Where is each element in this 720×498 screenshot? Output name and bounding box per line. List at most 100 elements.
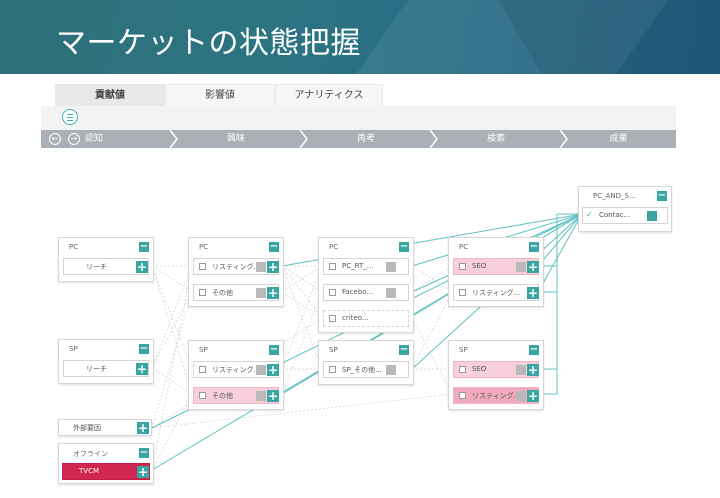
group-title: SP (199, 346, 208, 354)
collapse-icon[interactable]: − (399, 241, 409, 252)
node-contact[interactable]: ✓ Contac... (582, 207, 668, 224)
add-icon[interactable]: + (137, 421, 149, 435)
checkbox[interactable] (329, 263, 336, 270)
tab-influence[interactable]: 影響値 (165, 84, 275, 106)
group-title: PC (199, 243, 209, 251)
collapse-icon[interactable]: − (269, 241, 279, 252)
add-icon[interactable]: + (527, 260, 539, 274)
add-icon[interactable]: + (136, 260, 148, 274)
checkbox[interactable] (329, 366, 336, 373)
checkbox[interactable] (199, 289, 206, 296)
collapse-icon[interactable]: − (269, 344, 279, 355)
node-label: PC_RT_... (342, 262, 374, 270)
node-sp-other[interactable]: SP_その他... (323, 361, 409, 378)
stage-conversion: 成果 (609, 134, 628, 144)
add-icon[interactable]: + (527, 286, 539, 300)
add-icon[interactable]: + (136, 362, 148, 376)
stage-bar: ← → 認知 興味 再考 検索 成果 (41, 130, 676, 148)
node-other-sp[interactable]: その他 + (193, 387, 279, 404)
node-external-factors[interactable]: 外部要因 + (58, 419, 152, 436)
node-label: criteo... (342, 314, 369, 322)
chevron-right-icon (429, 130, 438, 148)
collapse-icon[interactable]: − (529, 344, 539, 355)
share-icon[interactable] (516, 262, 526, 272)
group-sp-consideration: SP − SP_その他... (318, 340, 414, 385)
arrow-left-icon[interactable]: ← (49, 133, 61, 145)
collapse-icon[interactable]: − (529, 241, 539, 252)
checkbox[interactable] (199, 263, 206, 270)
node-label: リーチ (86, 365, 107, 373)
checkbox[interactable] (459, 366, 466, 373)
share-icon[interactable] (386, 365, 396, 375)
share-icon[interactable] (256, 288, 266, 298)
add-icon[interactable]: + (527, 363, 539, 377)
group-title: PC (69, 243, 79, 251)
tab-analytics[interactable]: アナリティクス (275, 84, 383, 106)
group-pc-consideration: PC − PC_RT_... Facebo... criteo... (318, 237, 414, 333)
checkbox[interactable] (459, 392, 466, 399)
collapse-icon[interactable]: − (139, 447, 149, 458)
menu-icon[interactable] (62, 109, 78, 125)
checkbox[interactable] (329, 289, 336, 296)
checkbox[interactable] (199, 366, 206, 373)
node-listing-sp[interactable]: リスティング... + (193, 361, 279, 378)
add-icon[interactable]: + (267, 286, 279, 300)
node-label: リスティング... (212, 366, 261, 374)
node-facebook[interactable]: Facebo... (323, 284, 409, 301)
share-icon[interactable] (256, 391, 266, 401)
add-icon[interactable]: + (137, 465, 149, 479)
share-icon[interactable] (256, 365, 266, 375)
node-pc-rt[interactable]: PC_RT_... (323, 258, 409, 275)
stage-awareness: 認知 (85, 134, 104, 144)
checkbox[interactable] (459, 289, 466, 296)
node-label: リスティング... (472, 392, 521, 400)
stage-search: 検索 (486, 134, 505, 144)
collapse-icon[interactable]: − (399, 344, 409, 355)
share-icon[interactable] (256, 262, 266, 272)
group-pc-interest: PC − リスティング... + その他 + (188, 237, 284, 307)
arrow-right-icon[interactable]: → (68, 133, 80, 145)
node-label: SP_その他... (342, 366, 382, 374)
checkbox[interactable] (459, 263, 466, 270)
node-reach-sp[interactable]: リーチ + (63, 360, 149, 377)
node-label: SEO (472, 262, 487, 270)
node-label: Contac... (599, 211, 631, 219)
tab-contribution[interactable]: 貢献値 (55, 84, 165, 106)
node-reach-pc[interactable]: リーチ + (63, 258, 149, 275)
group-sp-interest: SP − リスティング... + その他 + (188, 340, 284, 410)
add-icon[interactable]: + (267, 363, 279, 377)
node-listing-search-pc[interactable]: リスティング... + (453, 284, 539, 301)
node-criteo[interactable]: criteo... (323, 310, 409, 327)
node-tvcm[interactable]: TVCM + (62, 463, 150, 480)
group-title: オフライン (73, 450, 108, 458)
add-icon[interactable]: + (267, 389, 279, 403)
node-label: リーチ (86, 263, 107, 271)
node-seo-sp[interactable]: SEO + (453, 361, 539, 378)
node-label: その他 (212, 289, 233, 297)
group-sp-search: SP − SEO + リスティング... + (448, 340, 544, 410)
share-icon[interactable] (516, 391, 526, 401)
group-pc-awareness: PC − リーチ + (58, 237, 154, 282)
share-icon[interactable] (647, 211, 657, 221)
group-pc-search: PC − SEO + リスティング... + (448, 237, 544, 307)
node-listing-pc[interactable]: リスティング... + (193, 258, 279, 275)
node-label: TVCM (79, 467, 99, 475)
share-icon[interactable] (516, 365, 526, 375)
collapse-icon[interactable]: − (657, 190, 667, 201)
share-icon[interactable] (386, 288, 396, 298)
node-label: リスティング... (472, 289, 521, 297)
stage-interest: 興味 (226, 134, 245, 144)
checkbox[interactable] (199, 392, 206, 399)
stage-consideration: 再考 (356, 134, 375, 144)
add-icon[interactable]: + (267, 260, 279, 274)
node-other-pc[interactable]: その他 + (193, 284, 279, 301)
add-icon[interactable]: + (527, 389, 539, 403)
node-seo-pc[interactable]: SEO + (453, 258, 539, 275)
collapse-icon[interactable]: − (139, 241, 149, 252)
share-icon[interactable] (386, 262, 396, 272)
node-listing-search-sp[interactable]: リスティング... + (453, 387, 539, 404)
collapse-icon[interactable]: − (139, 343, 149, 354)
group-title: PC (459, 243, 469, 251)
group-title: PC (329, 243, 339, 251)
checkbox[interactable] (329, 315, 336, 322)
